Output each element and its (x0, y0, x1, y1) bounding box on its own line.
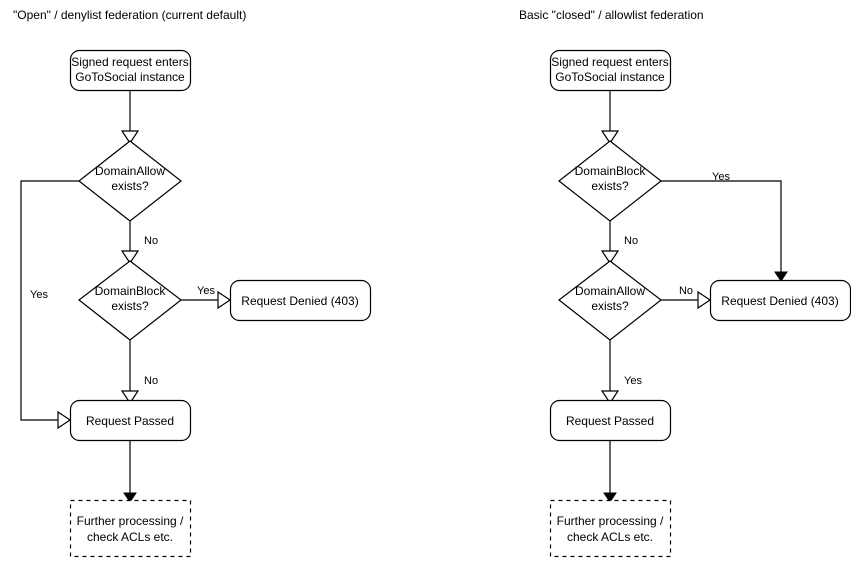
left-label-allow-no: No (144, 235, 158, 247)
left-arrowhead-passed-to-further (123, 492, 137, 503)
left-arrowhead-block-no-to-passed (120, 390, 140, 405)
right-decision-domainblock: DomainBlock exists? (558, 140, 662, 222)
right-arrowhead-allow-yes-to-passed (600, 390, 620, 405)
left-arrowhead-allow-yes-to-passed (57, 410, 72, 430)
right-further-processing-line1: Further processing / (557, 514, 664, 528)
left-label-block-no: No (144, 375, 158, 387)
left-decision-domainblock: DomainBlock exists? (78, 260, 182, 341)
left-start-node: Signed request enters GoToSocial instanc… (69, 49, 192, 92)
right-label-allow-yes: Yes (624, 375, 642, 387)
left-domainallow-line1: DomainAllow (95, 164, 165, 178)
left-further-processing-line1: Further processing / (77, 514, 184, 528)
left-request-denied-label: Request Denied (403) (241, 294, 358, 308)
right-label-block-no: No (624, 235, 638, 247)
right-request-passed-label: Request Passed (566, 414, 654, 428)
left-arrowhead-start-to-allow (120, 130, 140, 145)
right-label-allow-no: No (679, 285, 693, 297)
left-domainblock-line2: exists? (111, 299, 149, 313)
right-request-denied-node: Request Denied (403) (709, 279, 851, 322)
left-request-denied-box (229, 279, 372, 322)
right-arrowhead-block-yes-to-denied (774, 271, 788, 282)
left-request-passed-label: Request Passed (86, 414, 174, 428)
right-domainblock-line1: DomainBlock (575, 164, 647, 178)
left-label-block-yes: Yes (197, 285, 215, 297)
left-further-processing-node: Further processing / check ACLs etc. (69, 499, 192, 558)
right-arrowhead-start-to-block (600, 130, 620, 145)
left-decision-domainallow: DomainAllow exists? (78, 140, 182, 222)
right-label-block-yes: Yes (712, 171, 730, 183)
right-arrowhead-allow-no-to-denied (697, 290, 712, 310)
left-start-line2: GoToSocial instance (75, 70, 185, 84)
right-domainblock-line2: exists? (591, 179, 629, 193)
right-diagram-title: Basic "closed" / allowlist federation (519, 8, 704, 22)
left-further-processing-box (69, 499, 192, 558)
left-request-passed-node: Request Passed (69, 399, 192, 442)
right-edge-block-yes-to-denied (661, 180, 782, 272)
right-start-line1: Signed request enters (551, 55, 668, 69)
left-domainblock-line1: DomainBlock (95, 284, 167, 298)
left-request-denied-node: Request Denied (403) (229, 279, 372, 322)
right-start-node: Signed request enters GoToSocial instanc… (549, 49, 672, 92)
left-start-line1: Signed request enters (71, 55, 188, 69)
left-edge-allow-yes-to-passed (20, 180, 79, 421)
right-arrowhead-passed-to-further (603, 492, 617, 503)
right-request-denied-label: Request Denied (403) (721, 294, 838, 308)
left-further-processing-line2: check ACLs etc. (87, 530, 173, 544)
right-further-processing-line2: check ACLs etc. (567, 530, 653, 544)
right-arrowhead-block-no-to-allow (600, 250, 620, 265)
right-further-processing-box (549, 499, 672, 558)
right-domainallow-line1: DomainAllow (575, 284, 645, 298)
left-arrowhead-block-yes-to-denied (217, 290, 232, 310)
right-request-passed-node: Request Passed (549, 399, 672, 442)
left-domainallow-line2: exists? (111, 179, 149, 193)
right-decision-domainallow: DomainAllow exists? (558, 260, 662, 341)
left-label-allow-yes: Yes (30, 289, 48, 301)
left-diagram-title: "Open" / denylist federation (current de… (13, 8, 246, 22)
right-domainallow-line2: exists? (591, 299, 629, 313)
left-arrowhead-allow-no-to-block (120, 250, 140, 265)
right-further-processing-node: Further processing / check ACLs etc. (549, 499, 672, 558)
right-start-line2: GoToSocial instance (555, 70, 665, 84)
